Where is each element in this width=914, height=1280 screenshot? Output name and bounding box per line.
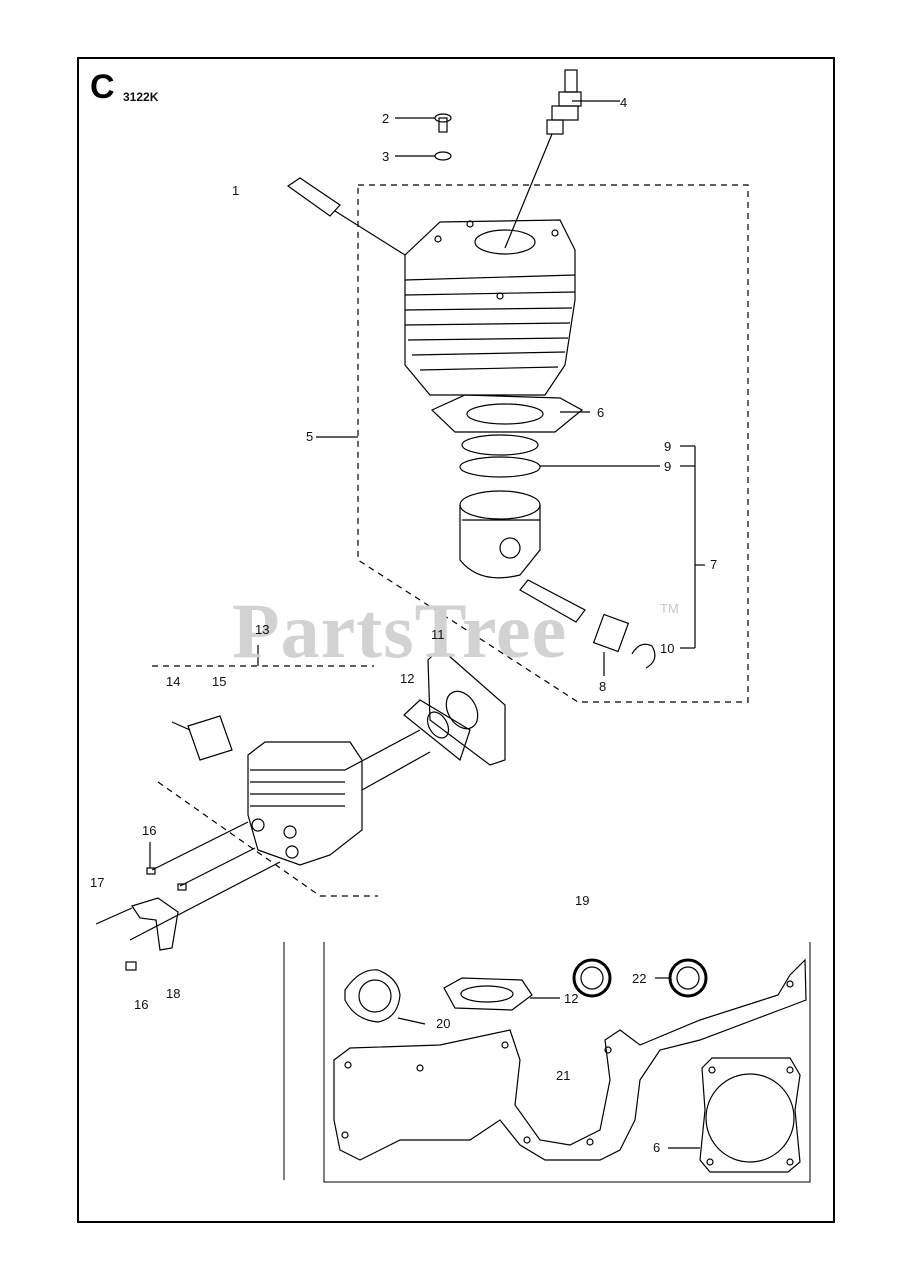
piston-ring-icon [459,434,705,649]
callout-12: 12 [400,671,415,686]
muffler-group-dashed-2 [157,781,378,897]
callout-1: 1 [232,183,240,198]
callout-13: 13 [255,622,270,637]
callout-10: 10 [660,641,675,656]
callout-22: 22 [632,971,647,986]
gasket-12-icon [443,977,560,1011]
model-code: 3122K [123,90,159,104]
base-gasket-6-icon [668,1057,801,1173]
muffler-icon [247,729,431,866]
callout-5: 5 [306,429,314,444]
callout-8: 8 [599,679,607,694]
piston-icon [459,490,541,579]
crankcase-gasket-icon [333,958,807,1161]
callout-3: 3 [382,149,390,164]
callout-9-a: 9 [664,439,672,454]
callout-14: 14 [166,674,181,689]
diagram-frame [77,57,835,1223]
callout-11: 11 [431,627,445,642]
oil-seal-icon [572,958,708,998]
kit-boundary-dashed [357,184,749,703]
callout-4: 4 [620,95,628,110]
cylinder-gasket-icon [430,394,590,433]
callout-19: 19 [575,893,590,908]
gasket-20-icon [344,969,426,1025]
washer-icon [395,151,452,161]
screw-icon [395,113,452,133]
needle-bearing-icon [592,613,630,676]
callout-6-kit: 6 [653,1140,661,1155]
decompression-valve-icon [286,177,406,256]
watermark-trademark: TM [660,601,679,616]
callout-12-kit: 12 [564,991,579,1006]
callout-15: 15 [212,674,227,689]
piston-pin-icon [519,579,586,623]
flange-icon [403,699,471,762]
callout-20: 20 [436,1016,451,1031]
cylinder-icon [404,133,576,396]
section-letter: C [90,68,115,106]
callout-16-a: 16 [142,823,157,838]
callout-21: 21 [556,1068,571,1083]
gasket-kit-box [283,942,811,1183]
callout-7: 7 [710,557,718,572]
bolt-icon [146,821,256,891]
callout-17: 17 [90,875,105,890]
callout-2: 2 [382,111,390,126]
callout-16-b: 16 [134,997,149,1012]
callout-18: 18 [166,986,181,1001]
muffler-gasket-icon [427,647,506,766]
callout-6: 6 [597,405,605,420]
callout-9-b: 9 [664,459,672,474]
spark-plug-icon [546,69,620,135]
watermark: PartsTree [232,587,568,674]
circlip-icon [631,643,656,669]
bracket-icon [95,861,281,971]
cover-plate-icon [171,715,233,761]
